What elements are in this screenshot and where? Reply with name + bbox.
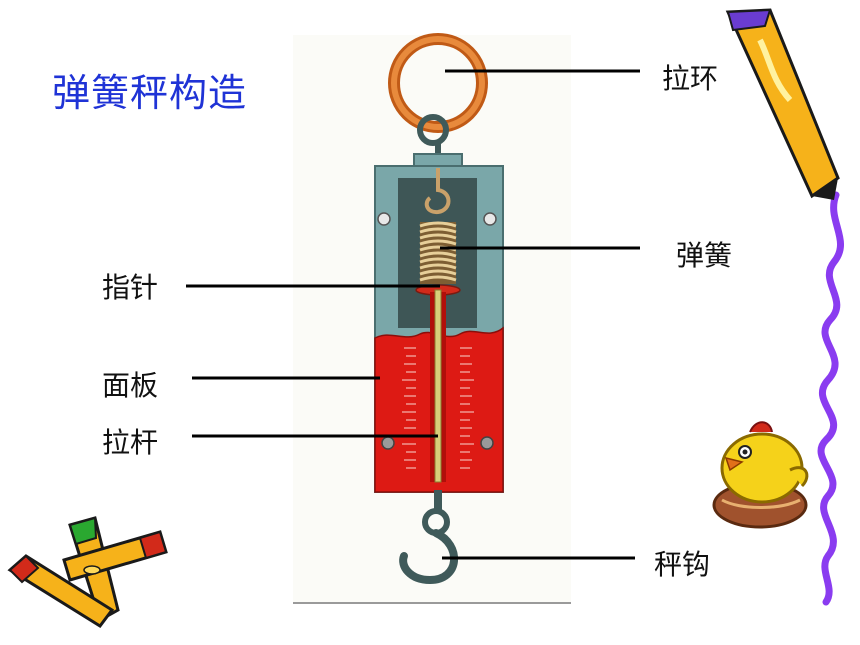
hook-shank [434,490,442,510]
screw-bottom-left [381,436,395,450]
link-ring [417,114,449,146]
label-pointer: 指针 [102,271,159,304]
spring-coils [419,221,457,284]
chick-in-nest [712,421,809,529]
page-title: 弹簧秤构造 [52,71,248,115]
crayons-bottom-left [7,516,168,628]
spring-top-hook [424,168,451,215]
screw-top-right [483,212,497,226]
purple-squiggle [817,191,844,606]
leader-lines [186,69,640,560]
scale-hook [399,529,458,585]
label-pull-rod: 拉杆 [102,426,159,459]
label-pull-ring: 拉环 [662,62,719,95]
label-hook: 秤钩 [654,548,711,581]
screw-bottom-right [480,436,494,450]
screw-top-left [377,212,391,226]
pencil-top-right [725,8,840,200]
pull-ring-highlight [391,36,485,130]
pull-rod [434,289,442,483]
label-spring: 弹簧 [676,239,733,272]
scale-ticks [402,347,474,469]
label-panel: 面板 [102,369,159,402]
